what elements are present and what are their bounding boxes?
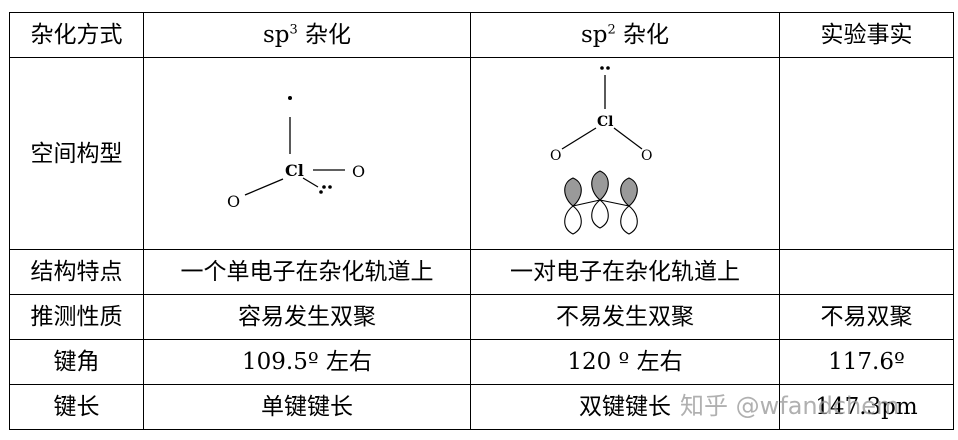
table-row: 结构特点 一个单电子在杂化轨道上 一对电子在杂化轨道上: [9, 249, 954, 296]
sp3-value: 容易发生双聚: [238, 304, 376, 331]
fact-value: 147.3pm: [815, 394, 918, 421]
header-row: 杂化方式 sp3 杂化 sp2 杂化 实验事实: [9, 12, 954, 58]
oxygen-label-right: O: [352, 162, 365, 181]
bond-line-left: [244, 177, 284, 196]
sp2-value: 双键键长: [579, 394, 671, 421]
lone-pair-dot: [319, 189, 323, 194]
fact-cell: [779, 249, 954, 296]
orbital-bond-line: [599, 199, 630, 207]
sp3-cell: 单键键长: [143, 384, 471, 431]
shape-fact-cell: [779, 56, 954, 251]
row-label-shape: 空间构型: [9, 56, 144, 251]
fact-value: 不易双聚: [820, 304, 913, 331]
fact-value: 117.6º: [828, 349, 905, 376]
row-label-cell: 推测性质: [9, 294, 144, 341]
row-label-cell: 结构特点: [9, 249, 144, 296]
sp3-cell: 容易发生双聚: [143, 294, 471, 341]
sp3-cell: 一个单电子在杂化轨道上: [143, 249, 471, 296]
oxygen-label-left: O: [550, 148, 561, 164]
sp3-value: 一个单电子在杂化轨道上: [180, 259, 434, 286]
sp2-structure-diagram: Cl O O: [550, 66, 652, 235]
row-label-text: 空间构型: [30, 140, 123, 167]
sp2-structure-cell: Cl O O: [470, 56, 780, 251]
sp3-structure-diagram: Cl O O: [227, 95, 365, 211]
p-orbital-diagram: [564, 170, 638, 235]
row-label-cell: 键长: [9, 384, 144, 431]
lone-pair-dot: [322, 184, 326, 189]
table-row: 键长 单键键长 双键键长 147.3pm: [9, 384, 954, 431]
bond-hint-line: [302, 176, 319, 188]
sp2-cell: 一对电子在杂化轨道上: [470, 249, 780, 296]
bond-line-right: [613, 127, 643, 150]
orbital-lobe-shaded: [591, 170, 609, 201]
orbital-lobe-shaded: [564, 177, 582, 207]
sp2-cell: 不易发生双聚: [470, 294, 780, 341]
sp3-structure-cell: Cl O O: [143, 56, 471, 251]
header-cell-sp3: sp3 杂化: [143, 12, 471, 58]
lone-electron-dot: [288, 95, 292, 100]
sp3-value: 109.5º 左右: [242, 349, 372, 376]
orbital-lobe-open: [591, 199, 609, 229]
shape-row: 空间构型 Cl O O Cl O: [9, 56, 954, 251]
row-label-cell: 键角: [9, 339, 144, 386]
lone-pair-dot: [606, 66, 610, 70]
header-cell-hybridization: 杂化方式: [9, 12, 144, 58]
header-label: 杂化方式: [30, 21, 123, 48]
lone-pair-dot: [328, 184, 332, 189]
row-label-text: 键长: [53, 394, 100, 421]
header-sp2-sup: 2: [607, 22, 616, 38]
cl-atom-label: Cl: [285, 161, 304, 180]
bond-line-left: [561, 127, 597, 150]
table-row: 推测性质 容易发生双聚 不易发生双聚 不易双聚: [9, 294, 954, 341]
header-sp2-prefix: sp: [580, 21, 608, 48]
header-sp3-prefix: sp: [262, 21, 290, 48]
header-cell-sp2: sp2 杂化: [470, 12, 780, 58]
fact-cell: 147.3pm: [779, 384, 954, 431]
sp3-cell: 109.5º 左右: [143, 339, 471, 386]
orbital-bond-line: [572, 199, 601, 207]
header-fact-label: 实验事实: [820, 21, 913, 48]
header-sp3-suffix: 杂化: [297, 21, 352, 48]
table-row: 键角 109.5º 左右 120 º 左右 117.6º: [9, 339, 954, 386]
header-cell-fact: 实验事实: [779, 12, 954, 58]
oxygen-label-right: O: [641, 148, 652, 164]
hybridization-comparison-table: 杂化方式 sp3 杂化 sp2 杂化 实验事实 空间构型 Cl O O: [9, 12, 954, 431]
row-label-text: 键角: [53, 349, 100, 376]
header-sp3-sup: 3: [289, 22, 298, 38]
row-label-text: 推测性质: [30, 304, 123, 331]
sp3-value: 单键键长: [261, 394, 353, 421]
sp2-value: 一对电子在杂化轨道上: [510, 259, 740, 286]
orbital-lobe-shaded: [620, 177, 638, 207]
orbital-lobe-open: [564, 205, 582, 235]
fact-cell: 不易双聚: [779, 294, 954, 341]
sp2-cell: 120 º 左右: [470, 339, 780, 386]
sp2-cell: 双键键长: [470, 384, 780, 431]
sp2-value: 120 º 左右: [567, 349, 683, 376]
lone-pair-dot: [600, 66, 604, 70]
fact-cell: 117.6º: [779, 339, 954, 386]
header-sp2-suffix: 杂化: [615, 21, 670, 48]
oxygen-label-left: O: [227, 192, 240, 211]
sp2-value: 不易发生双聚: [556, 304, 694, 331]
cl-atom-label: Cl: [597, 114, 613, 130]
row-label-text: 结构特点: [30, 259, 123, 286]
orbital-lobe-open: [620, 205, 638, 235]
